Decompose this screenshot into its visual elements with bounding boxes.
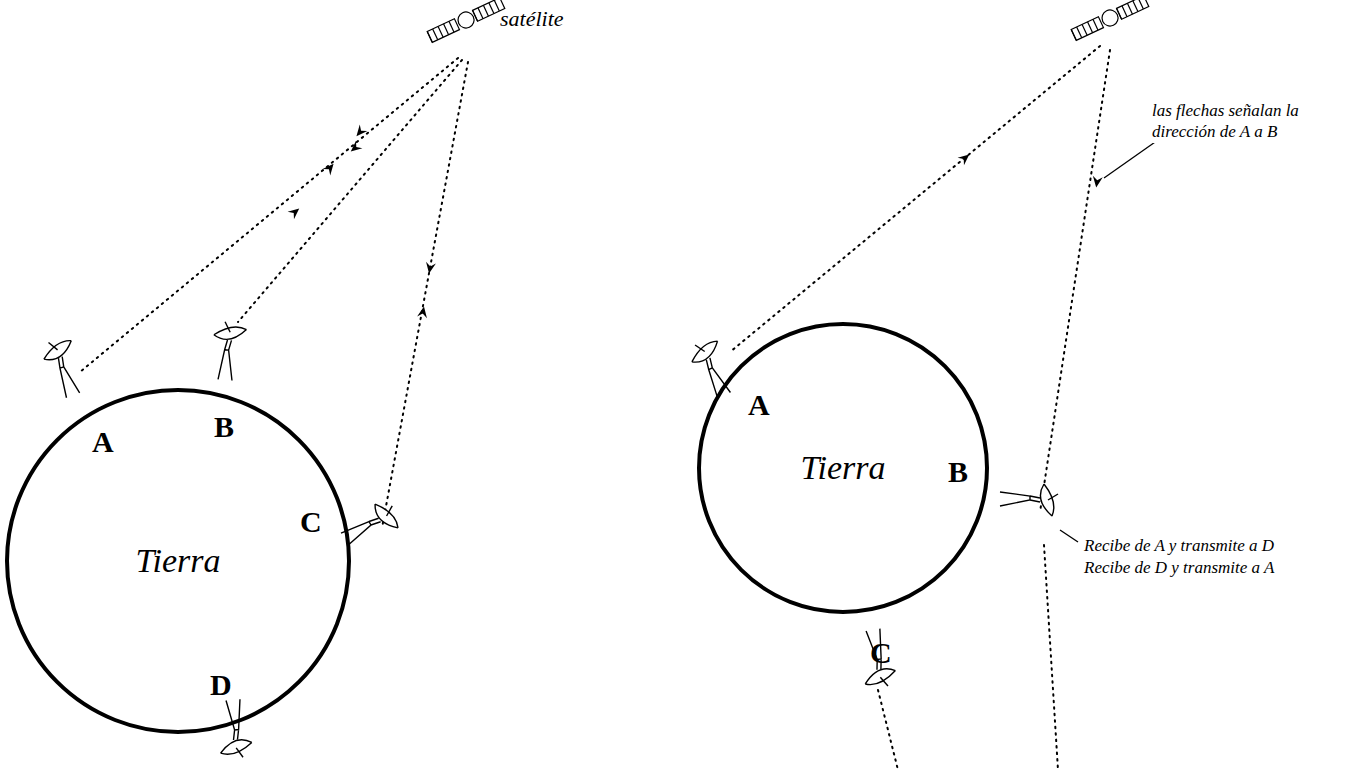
arrowhead bbox=[958, 154, 970, 165]
arrowhead bbox=[417, 307, 427, 319]
station-letter: A bbox=[92, 425, 114, 459]
dish-antenna bbox=[210, 321, 247, 382]
earth-circle: Tierra bbox=[5, 388, 351, 734]
arrowhead bbox=[288, 208, 300, 219]
earth-circle: Tierra bbox=[697, 322, 989, 614]
signal-line bbox=[382, 62, 468, 528]
satellite-label: satélite bbox=[500, 6, 564, 32]
arrowhead bbox=[356, 125, 367, 137]
satellite bbox=[426, 0, 505, 44]
note: Recibe de A y transmite a D bbox=[1082, 535, 1276, 556]
station-letter: A bbox=[748, 388, 770, 422]
leader-line bbox=[1060, 530, 1078, 542]
dish-antenna bbox=[686, 336, 740, 402]
leader-line bbox=[1104, 140, 1158, 178]
dish-antenna bbox=[337, 497, 403, 554]
arrowhead bbox=[323, 164, 334, 176]
dish-antenna bbox=[856, 627, 898, 690]
signal-line bbox=[730, 46, 1100, 352]
dish-antenna bbox=[1000, 484, 1058, 516]
arrowhead bbox=[426, 262, 436, 274]
signal-line bbox=[878, 690, 898, 770]
arrowhead bbox=[351, 141, 363, 152]
station-letter: B bbox=[214, 410, 234, 444]
signal-line bbox=[80, 58, 458, 372]
signal-line bbox=[1040, 50, 1110, 512]
station-letter: D bbox=[210, 668, 232, 702]
arrowhead bbox=[1093, 176, 1103, 188]
dish-antenna bbox=[216, 699, 253, 760]
signal-line bbox=[238, 60, 462, 322]
station-letter: C bbox=[870, 636, 892, 670]
signal-line bbox=[1044, 545, 1058, 770]
dish-antenna bbox=[39, 335, 89, 400]
station-letter: C bbox=[300, 505, 322, 539]
earth-label: Tierra bbox=[135, 542, 220, 580]
earth-label: Tierra bbox=[800, 449, 885, 487]
station-letter: B bbox=[948, 455, 968, 489]
note: Recibe de D y transmite a A bbox=[1082, 557, 1276, 578]
satellite bbox=[1070, 0, 1149, 42]
note: las flechas señalan la dirección de A a … bbox=[1150, 100, 1344, 143]
